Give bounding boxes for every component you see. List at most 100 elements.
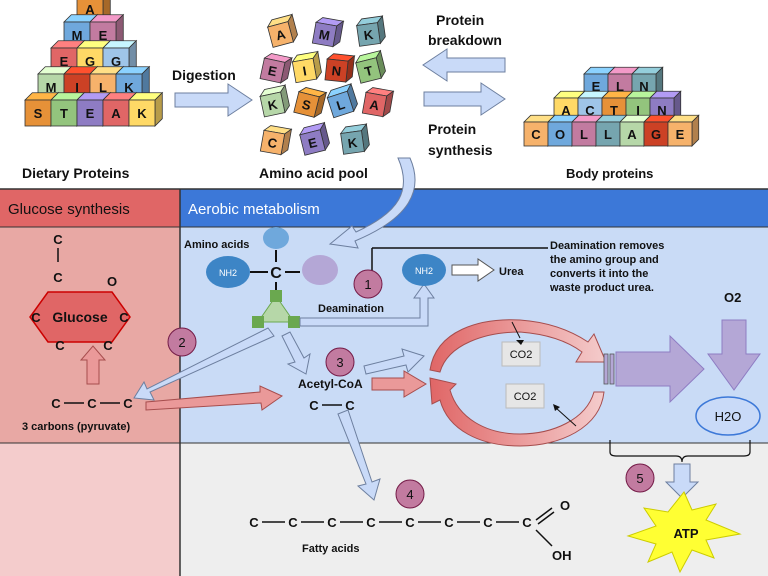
fatty-c-4: C bbox=[405, 515, 415, 530]
body-cube-2-4-letter: A bbox=[627, 127, 637, 142]
pool-cube-1-1-letter: I bbox=[301, 63, 307, 78]
pool-cube-2-3: A bbox=[361, 87, 395, 118]
dietary-cube-4-4: K bbox=[128, 91, 164, 127]
body-proteins-label: Body proteins bbox=[566, 166, 653, 181]
pool-cube-2-0: K bbox=[259, 84, 290, 118]
dietary-cube-1-0-letter: M bbox=[72, 28, 83, 43]
step-2-text: 2 bbox=[178, 335, 185, 350]
glucose-header bbox=[0, 189, 180, 227]
synthesis-arrow bbox=[423, 82, 506, 116]
co2-box-2 bbox=[505, 383, 545, 409]
body-cube-2-2-letter: L bbox=[580, 127, 588, 142]
pool-cube-3-0: C bbox=[259, 125, 293, 156]
fatty-c-2: C bbox=[327, 515, 337, 530]
glucose-c-3: C bbox=[119, 310, 129, 325]
acetyl-coa-label: Acetyl-CoA bbox=[298, 377, 363, 391]
to-atp-arrow bbox=[664, 463, 700, 499]
step-2-marker bbox=[167, 327, 197, 357]
removed-nh2-text: NH2 bbox=[415, 266, 433, 276]
step-5-marker bbox=[625, 463, 655, 493]
co2-text-1: CO2 bbox=[510, 349, 533, 361]
fatty-c-3: C bbox=[366, 515, 376, 530]
glucose-panel-lower bbox=[0, 443, 180, 576]
nh2-text: NH2 bbox=[219, 268, 237, 278]
h2o-label: H2O bbox=[715, 409, 742, 424]
h2o-ellipse bbox=[695, 396, 761, 436]
body-cube-2-0-letter: C bbox=[531, 127, 541, 142]
o2-label: O2 bbox=[724, 290, 741, 305]
body-cube-0-1-letter: L bbox=[616, 79, 624, 94]
fatty-c-5: C bbox=[444, 515, 454, 530]
amino-to-pyruvate-arrow bbox=[133, 327, 275, 401]
pool-cube-3-2-letter: K bbox=[347, 135, 359, 151]
pool-cube-1-3-letter: T bbox=[363, 63, 374, 79]
pool-cube-0-2: K bbox=[355, 14, 386, 47]
co2-box-1 bbox=[501, 341, 541, 367]
pool-cube-1-0-letter: E bbox=[267, 63, 279, 80]
deamination-arrow bbox=[299, 283, 435, 327]
pool-cube-0-0-letter: A bbox=[274, 26, 288, 43]
dietary-cube-2-0-letter: E bbox=[60, 54, 69, 69]
fatty-c-7: C bbox=[522, 515, 532, 530]
pyruvate-to-glucose-arrow bbox=[79, 345, 107, 385]
dietary-proteins-label: Dietary Proteins bbox=[22, 165, 130, 181]
acetyl-c-2: C bbox=[345, 398, 355, 413]
urea-label: Urea bbox=[499, 266, 524, 278]
body-cube-2-0: C bbox=[523, 114, 556, 147]
pool-cube-1-1: I bbox=[291, 50, 322, 84]
step-3-marker bbox=[325, 347, 355, 377]
glucose-hexagon bbox=[29, 291, 131, 343]
synthesis-label-1: Protein bbox=[428, 121, 476, 137]
dietary-cube-2-2-letter: G bbox=[111, 54, 121, 69]
pool-cube-0-2-letter: K bbox=[363, 27, 375, 43]
deamination-note-line-0: Deamination removes bbox=[550, 240, 664, 252]
body-cube-1-3-letter: I bbox=[636, 103, 640, 118]
amino-acids-label: Amino acids bbox=[184, 239, 249, 251]
breakdown-arrow bbox=[422, 48, 506, 82]
step-5-text: 5 bbox=[636, 471, 643, 486]
deamination-note-line-2: converts it into the bbox=[550, 268, 648, 280]
pool-cube-3-2: K bbox=[339, 122, 370, 155]
dietary-cube-2-1-letter: G bbox=[85, 54, 95, 69]
dietary-cube-3-3-letter: K bbox=[124, 80, 134, 95]
r-group-top bbox=[263, 227, 289, 249]
side-chain bbox=[302, 255, 338, 285]
dietary-cube-4-0-letter: S bbox=[34, 106, 43, 121]
body-cube-1-0-letter: A bbox=[561, 103, 571, 118]
nh2-group bbox=[206, 256, 250, 288]
breakdown-label-1: Protein bbox=[436, 12, 484, 28]
pool-to-amino-arrow bbox=[328, 157, 416, 249]
body-cube-2-6: E bbox=[667, 114, 700, 147]
deamination-note-line-1: the amino group and bbox=[550, 254, 659, 266]
body-cube-2-6-letter: E bbox=[676, 127, 685, 142]
pool-cube-2-1-letter: S bbox=[300, 97, 312, 114]
dietary-cube-3-0-letter: M bbox=[46, 80, 57, 95]
removed-nh2 bbox=[402, 254, 446, 286]
fatty-acids-label: Fatty acids bbox=[302, 543, 359, 555]
dietary-cube-3-2-letter: L bbox=[99, 80, 107, 95]
alpha-carbon: C bbox=[270, 265, 282, 282]
atp-label: ATP bbox=[673, 526, 698, 541]
glucose-c-top: C bbox=[53, 232, 63, 247]
fatty-c-0: C bbox=[249, 515, 259, 530]
step-4-marker bbox=[395, 479, 425, 509]
body-cube-1-1-letter: C bbox=[585, 103, 595, 118]
pool-cube-0-0: A bbox=[266, 13, 298, 48]
glucose-c-5: C bbox=[103, 338, 113, 353]
breakdown-label-2: breakdown bbox=[428, 32, 502, 48]
deamination-note: Deamination removes the amino group and co… bbox=[549, 240, 664, 294]
pool-cube-3-1: E bbox=[298, 121, 330, 156]
body-cube-2-1-letter: O bbox=[555, 127, 565, 142]
pool-cube-2-0-letter: K bbox=[266, 97, 279, 114]
acetyl-to-fatty-arrow bbox=[337, 409, 381, 501]
synthesis-label-2: synthesis bbox=[428, 142, 493, 158]
glucose-c-2: C bbox=[31, 310, 41, 325]
pool-cube-2-3-letter: A bbox=[368, 97, 380, 114]
step-1-marker bbox=[353, 269, 383, 299]
acetyl-to-cycle-arrow bbox=[371, 370, 427, 398]
